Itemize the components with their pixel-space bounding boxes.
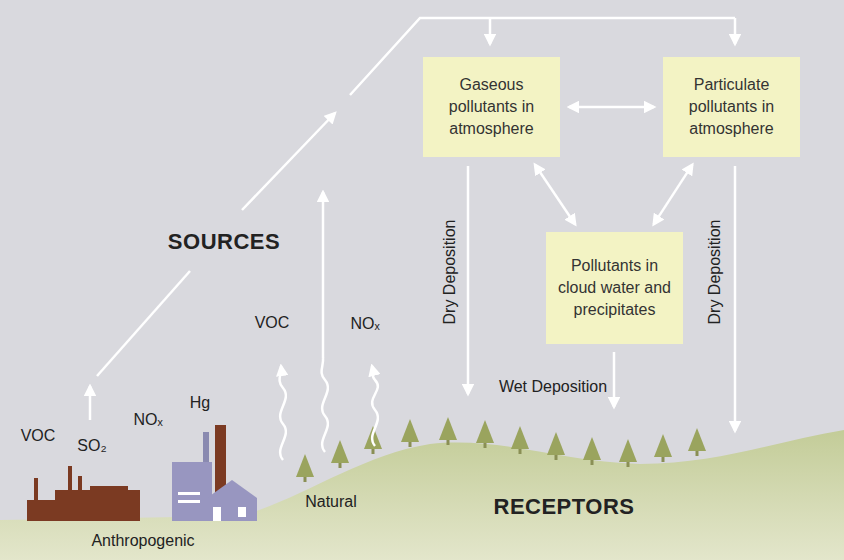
tree (547, 432, 565, 460)
tree-crown (688, 428, 706, 451)
tree-crown (654, 434, 672, 457)
emission-label: NOₓ (350, 314, 379, 334)
tree (331, 440, 349, 468)
ground-hill (0, 430, 844, 560)
pollutant-box: Particulate pollutants in atmosphere (663, 57, 800, 157)
emission-label: VOC (21, 426, 56, 446)
tree (583, 437, 601, 465)
tree-crown (547, 432, 565, 455)
emission-label: SO₂ (77, 436, 106, 456)
pollutant-box: Pollutants in cloud water and precipitat… (546, 232, 683, 344)
deposition-label: Dry Deposition (440, 220, 460, 325)
tree-crown (439, 417, 457, 440)
factory (27, 466, 140, 521)
emission-label: VOC (255, 313, 290, 333)
deposition-label: Dry Deposition (705, 220, 725, 325)
tree-crown (511, 426, 529, 449)
flow-arrow (654, 165, 693, 225)
tree-crown (619, 439, 637, 462)
tree (476, 420, 494, 448)
tree (654, 434, 672, 462)
tree-row (296, 417, 706, 482)
power-plant (172, 425, 257, 521)
emission-label: NOₓ (133, 410, 162, 430)
tree (439, 417, 457, 445)
deposition-label: Wet Deposition (497, 377, 609, 397)
source-label: Natural (305, 492, 357, 512)
pollutant-box: Gaseous pollutants in atmosphere (423, 57, 560, 157)
tree-crown (331, 440, 349, 463)
emission-flow (90, 18, 735, 460)
flow-arrow (535, 164, 575, 224)
tree (296, 454, 314, 482)
tree (619, 439, 637, 467)
flow-arrow (569, 106, 654, 109)
tree-crown (583, 437, 601, 460)
tree (401, 419, 419, 447)
box-text: Gaseous pollutants in atmosphere (423, 74, 560, 140)
source-label: Anthropogenic (91, 531, 194, 551)
tree-crown (401, 419, 419, 442)
box-text: Particulate pollutants in atmosphere (663, 74, 800, 140)
deposition-flow (468, 166, 735, 431)
tree-crown (296, 454, 314, 477)
emission-label: Hg (190, 393, 210, 413)
tree (511, 426, 529, 454)
section-heading: SOURCES (168, 232, 280, 252)
box-text: Pollutants in cloud water and precipitat… (546, 255, 683, 321)
section-heading: RECEPTORS (493, 497, 634, 517)
tree (688, 428, 706, 456)
tree-crown (476, 420, 494, 443)
